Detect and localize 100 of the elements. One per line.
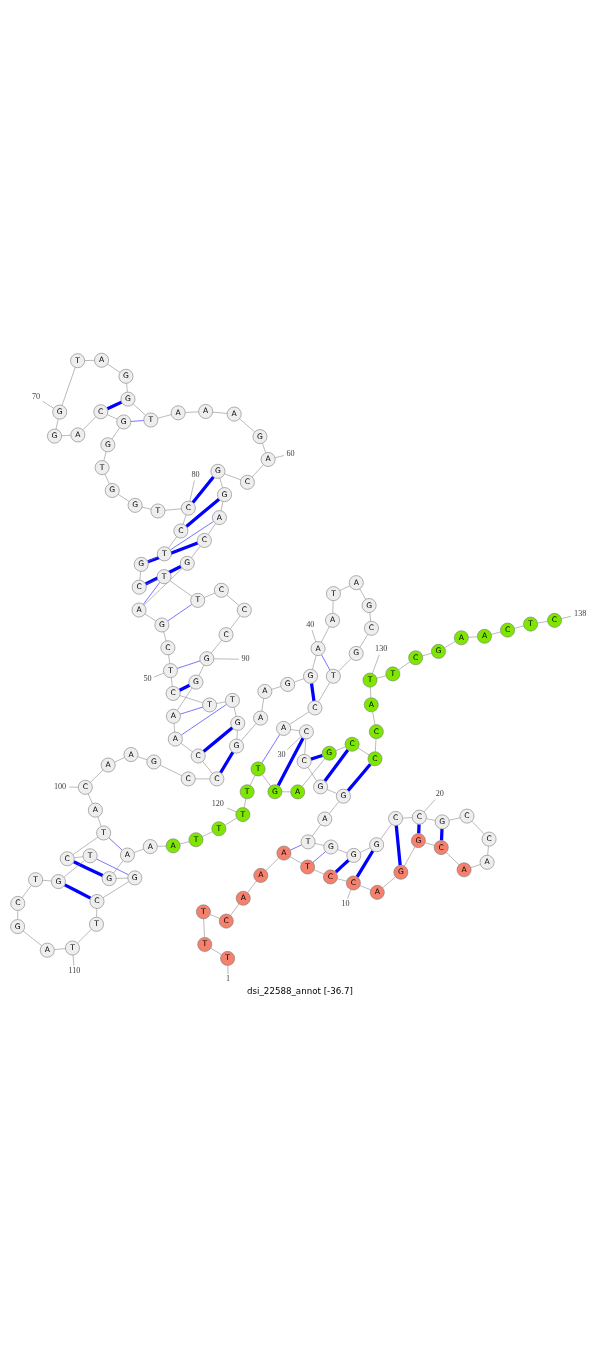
connector: [307, 766, 317, 781]
connector: [425, 842, 435, 846]
connector: [376, 675, 387, 678]
connector: [334, 858, 350, 873]
connector: [137, 755, 148, 760]
connector: [321, 625, 330, 642]
connector: [143, 567, 183, 605]
connector: [335, 746, 346, 751]
connector: [471, 820, 485, 834]
connector: [185, 411, 199, 413]
connector: [561, 615, 572, 619]
connector: [107, 413, 118, 419]
connector: [61, 434, 72, 436]
connector: [402, 816, 413, 818]
connector: [422, 652, 432, 656]
connector: [426, 817, 436, 821]
connector: [468, 636, 478, 638]
connector: [239, 418, 255, 432]
connector: [337, 848, 348, 853]
connector: [224, 473, 241, 480]
connector: [329, 800, 340, 814]
connector: [73, 859, 104, 877]
connector: [106, 400, 123, 410]
connector: [271, 685, 281, 690]
connector: [107, 363, 121, 373]
connector: [168, 536, 177, 548]
connector: [219, 750, 235, 774]
connector: [114, 756, 125, 762]
connector: [203, 918, 205, 938]
connector: [74, 855, 84, 858]
connector: [337, 878, 347, 881]
connector: [211, 639, 222, 653]
connector: [126, 382, 128, 392]
connector: [160, 764, 182, 776]
connector: [304, 738, 307, 754]
connector: [202, 726, 234, 753]
connector: [265, 857, 280, 871]
connector: [224, 817, 237, 825]
connector: [141, 506, 152, 510]
connector: [404, 846, 416, 866]
connector: [116, 877, 128, 879]
connector: [104, 473, 110, 484]
connector: [332, 600, 334, 613]
connector: [154, 672, 165, 677]
node-text: 90: [241, 653, 250, 663]
connector: [537, 620, 548, 623]
connector: [439, 828, 444, 840]
connector: [398, 661, 411, 670]
connector: [144, 613, 157, 621]
connector: [179, 840, 190, 844]
connector: [369, 611, 371, 621]
connector: [170, 520, 214, 550]
connector: [198, 664, 204, 676]
connector: [55, 418, 59, 429]
connector: [195, 778, 211, 779]
connector: [262, 442, 266, 453]
connector: [64, 882, 92, 900]
connector: [290, 728, 300, 731]
connector: [182, 514, 187, 524]
connector: [423, 798, 436, 812]
connector: [147, 541, 199, 563]
connector: [204, 592, 215, 598]
connector: [157, 413, 172, 418]
connector: [180, 742, 193, 752]
connector: [90, 769, 104, 782]
connector: [102, 881, 129, 898]
node-text: 120: [211, 798, 224, 808]
connector: [72, 836, 99, 855]
connector: [309, 682, 316, 701]
node-text: 70: [31, 391, 41, 401]
connector: [312, 654, 317, 670]
connector: [230, 903, 240, 916]
connector: [359, 884, 371, 890]
connector: [87, 793, 93, 804]
connector: [191, 545, 201, 558]
connector: [42, 400, 54, 409]
connector: [262, 773, 271, 786]
connector: [227, 964, 229, 974]
connector: [216, 701, 226, 704]
connector: [133, 848, 144, 853]
connector: [311, 629, 317, 642]
caption: dsi_22588_annot [-36.7]: [247, 985, 353, 996]
connector: [370, 686, 372, 698]
connector: [111, 427, 120, 439]
connector: [318, 681, 330, 702]
connector: [157, 845, 167, 847]
node-text: 30: [277, 749, 286, 759]
connector: [219, 477, 223, 488]
connector: [17, 909, 18, 920]
node-text: 60: [286, 448, 295, 458]
connector: [21, 884, 32, 898]
connector: [249, 774, 256, 786]
connector: [372, 711, 376, 725]
connector: [210, 947, 222, 955]
connector: [139, 570, 141, 580]
connector: [69, 786, 79, 787]
connector: [96, 907, 98, 917]
connector: [276, 736, 305, 786]
connector: [294, 677, 305, 682]
connector: [310, 753, 323, 761]
